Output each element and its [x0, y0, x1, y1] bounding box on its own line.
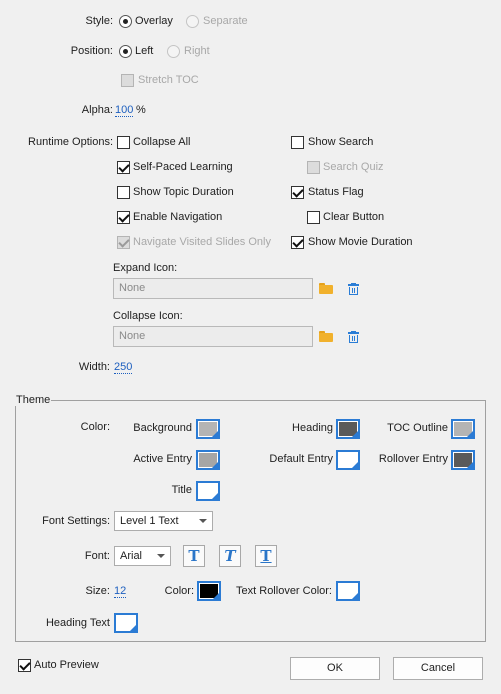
font-dropdown[interactable]: Arial [114, 546, 171, 566]
position-right-radio[interactable] [167, 45, 180, 58]
clear-button-checkbox[interactable] [307, 211, 320, 224]
stretch-toc-checkbox[interactable] [121, 74, 134, 87]
search-quiz-label[interactable]: Search Quiz [323, 161, 384, 173]
collapse-folder-icon[interactable] [319, 331, 333, 342]
collapse-all-label[interactable]: Collapse All [133, 136, 191, 148]
clear-button-label[interactable]: Clear Button [323, 211, 385, 223]
bold-icon: T [188, 547, 200, 565]
rollover-entry-label: Rollover Entry [378, 453, 448, 465]
width-value[interactable]: 250 [114, 361, 133, 374]
position-left-label[interactable]: Left [135, 45, 154, 57]
bold-button[interactable]: T [183, 545, 205, 567]
expand-icon-label: Expand Icon: [113, 262, 178, 274]
search-quiz-checkbox[interactable] [307, 161, 320, 174]
show-search-checkbox[interactable] [291, 136, 304, 149]
title-color-swatch[interactable] [196, 481, 220, 501]
style-separate-label[interactable]: Separate [203, 15, 248, 27]
enable-navigation-label[interactable]: Enable Navigation [133, 211, 223, 223]
style-overlay-radio[interactable] [119, 15, 132, 28]
default-entry-color-swatch[interactable] [336, 450, 360, 470]
toc-outline-label: TOC Outline [387, 422, 448, 434]
show-movie-duration-label[interactable]: Show Movie Duration [308, 236, 413, 248]
runtime-options-label: Runtime Options: [28, 136, 113, 148]
text-rollover-color-swatch[interactable] [336, 581, 360, 601]
style-separate-radio[interactable] [186, 15, 199, 28]
collapse-icon-field[interactable]: None [113, 326, 313, 347]
theme-group [15, 400, 486, 642]
toc-outline-color-swatch[interactable] [451, 419, 475, 439]
style-overlay-label[interactable]: Overlay [135, 15, 173, 27]
collapse-trash-icon[interactable] [348, 331, 359, 343]
font-settings-label: Font Settings: [42, 515, 110, 527]
background-label: Background [133, 422, 192, 434]
heading-color-label: Heading [292, 422, 333, 434]
expand-icon-field[interactable]: None [113, 278, 313, 299]
self-paced-learning-checkbox[interactable] [117, 161, 130, 174]
text-color-label: Color: [164, 585, 194, 597]
navigate-visited-slides-checkbox[interactable] [117, 236, 130, 249]
alpha-value[interactable]: 100 [115, 104, 134, 117]
font-value: Arial [120, 550, 143, 562]
size-label: Size: [85, 585, 110, 597]
auto-preview-label[interactable]: Auto Preview [34, 659, 99, 671]
chevron-down-icon [199, 519, 207, 523]
italic-icon: T [224, 547, 236, 565]
theme-title: Theme [15, 394, 52, 406]
heading-text-label: Heading Text [45, 617, 110, 629]
heading-text-color-swatch[interactable] [114, 613, 138, 633]
show-search-label[interactable]: Show Search [308, 136, 374, 148]
active-entry-color-swatch[interactable] [196, 450, 220, 470]
text-color-swatch[interactable] [197, 581, 221, 601]
font-settings-value: Level 1 Text [120, 515, 179, 527]
alpha-label: Alpha: [81, 104, 113, 116]
heading-color-swatch[interactable] [336, 419, 360, 439]
active-entry-label: Active Entry [133, 453, 192, 465]
auto-preview-checkbox[interactable] [18, 659, 31, 672]
self-paced-learning-label[interactable]: Self-Paced Learning [133, 161, 233, 173]
position-right-label[interactable]: Right [184, 45, 210, 57]
font-settings-dropdown[interactable]: Level 1 Text [114, 511, 213, 531]
width-label: Width: [78, 361, 110, 373]
default-entry-label: Default Entry [269, 453, 333, 465]
position-left-radio[interactable] [119, 45, 132, 58]
underline-icon: T [260, 547, 272, 565]
collapse-icon-label: Collapse Icon: [113, 310, 183, 322]
status-flag-label[interactable]: Status Flag [308, 186, 364, 198]
stretch-toc-label[interactable]: Stretch TOC [138, 74, 199, 86]
text-rollover-color-label: Text Rollover Color: [236, 585, 332, 597]
alpha-unit: % [136, 104, 146, 116]
rollover-entry-color-swatch[interactable] [451, 450, 475, 470]
title-color-label: Title [171, 484, 192, 496]
ok-button[interactable]: OK [290, 657, 380, 680]
status-flag-checkbox[interactable] [291, 186, 304, 199]
show-topic-duration-checkbox[interactable] [117, 186, 130, 199]
expand-folder-icon[interactable] [319, 283, 333, 294]
show-movie-duration-checkbox[interactable] [291, 236, 304, 249]
color-label: Color: [80, 421, 110, 433]
size-value[interactable]: 12 [114, 585, 127, 598]
underline-button[interactable]: T [255, 545, 277, 567]
show-topic-duration-label[interactable]: Show Topic Duration [133, 186, 234, 198]
position-label: Position: [70, 45, 113, 57]
chevron-down-icon [157, 554, 165, 558]
style-label: Style: [85, 15, 113, 27]
enable-navigation-checkbox[interactable] [117, 211, 130, 224]
background-color-swatch[interactable] [196, 419, 220, 439]
collapse-all-checkbox[interactable] [117, 136, 130, 149]
cancel-button[interactable]: Cancel [393, 657, 483, 680]
expand-trash-icon[interactable] [348, 283, 359, 295]
font-label: Font: [84, 550, 110, 562]
navigate-visited-slides-label[interactable]: Navigate Visited Slides Only [133, 236, 271, 248]
italic-button[interactable]: T [219, 545, 241, 567]
